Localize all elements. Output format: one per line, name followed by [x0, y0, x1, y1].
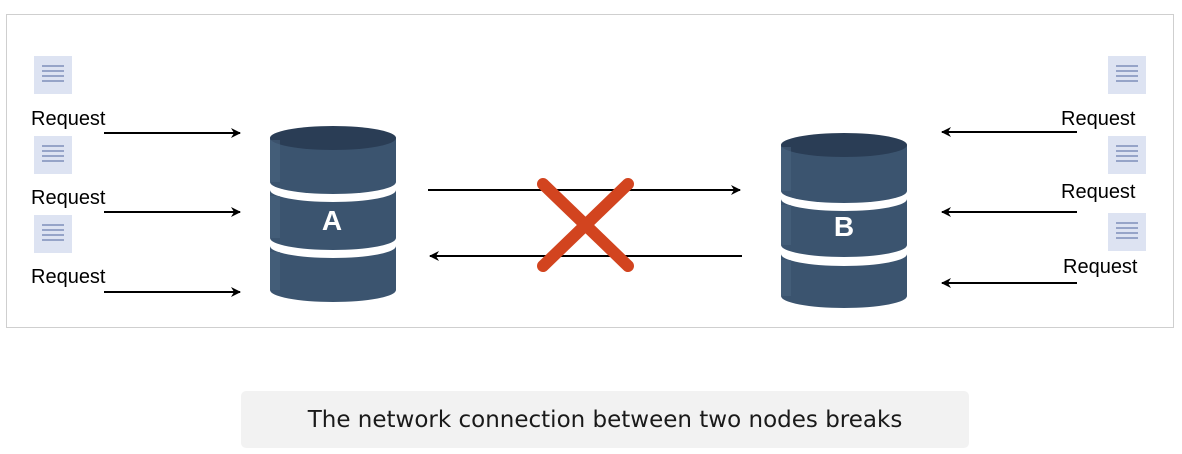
database-icon-a [270, 126, 396, 302]
document-icon [34, 56, 72, 94]
right-request-label-1: Request [1061, 108, 1136, 130]
document-icon [34, 215, 72, 253]
database-icon-b [781, 133, 907, 308]
diagram-caption: The network connection between two nodes… [241, 391, 969, 448]
right-request-label-2: Request [1061, 181, 1136, 203]
document-icon [34, 136, 72, 174]
document-icon [1108, 136, 1146, 174]
left-request-label-3: Request [31, 266, 106, 288]
right-request-label-3: Request [1063, 256, 1138, 278]
node-b-label: B [834, 211, 854, 242]
node-a-label: A [322, 205, 342, 236]
document-icon [1108, 213, 1146, 251]
document-icon [1108, 56, 1146, 94]
left-request-label-2: Request [31, 187, 106, 209]
diagram-frame [6, 14, 1174, 328]
broken-connection-x-icon [537, 178, 634, 272]
left-request-label-1: Request [31, 108, 106, 130]
